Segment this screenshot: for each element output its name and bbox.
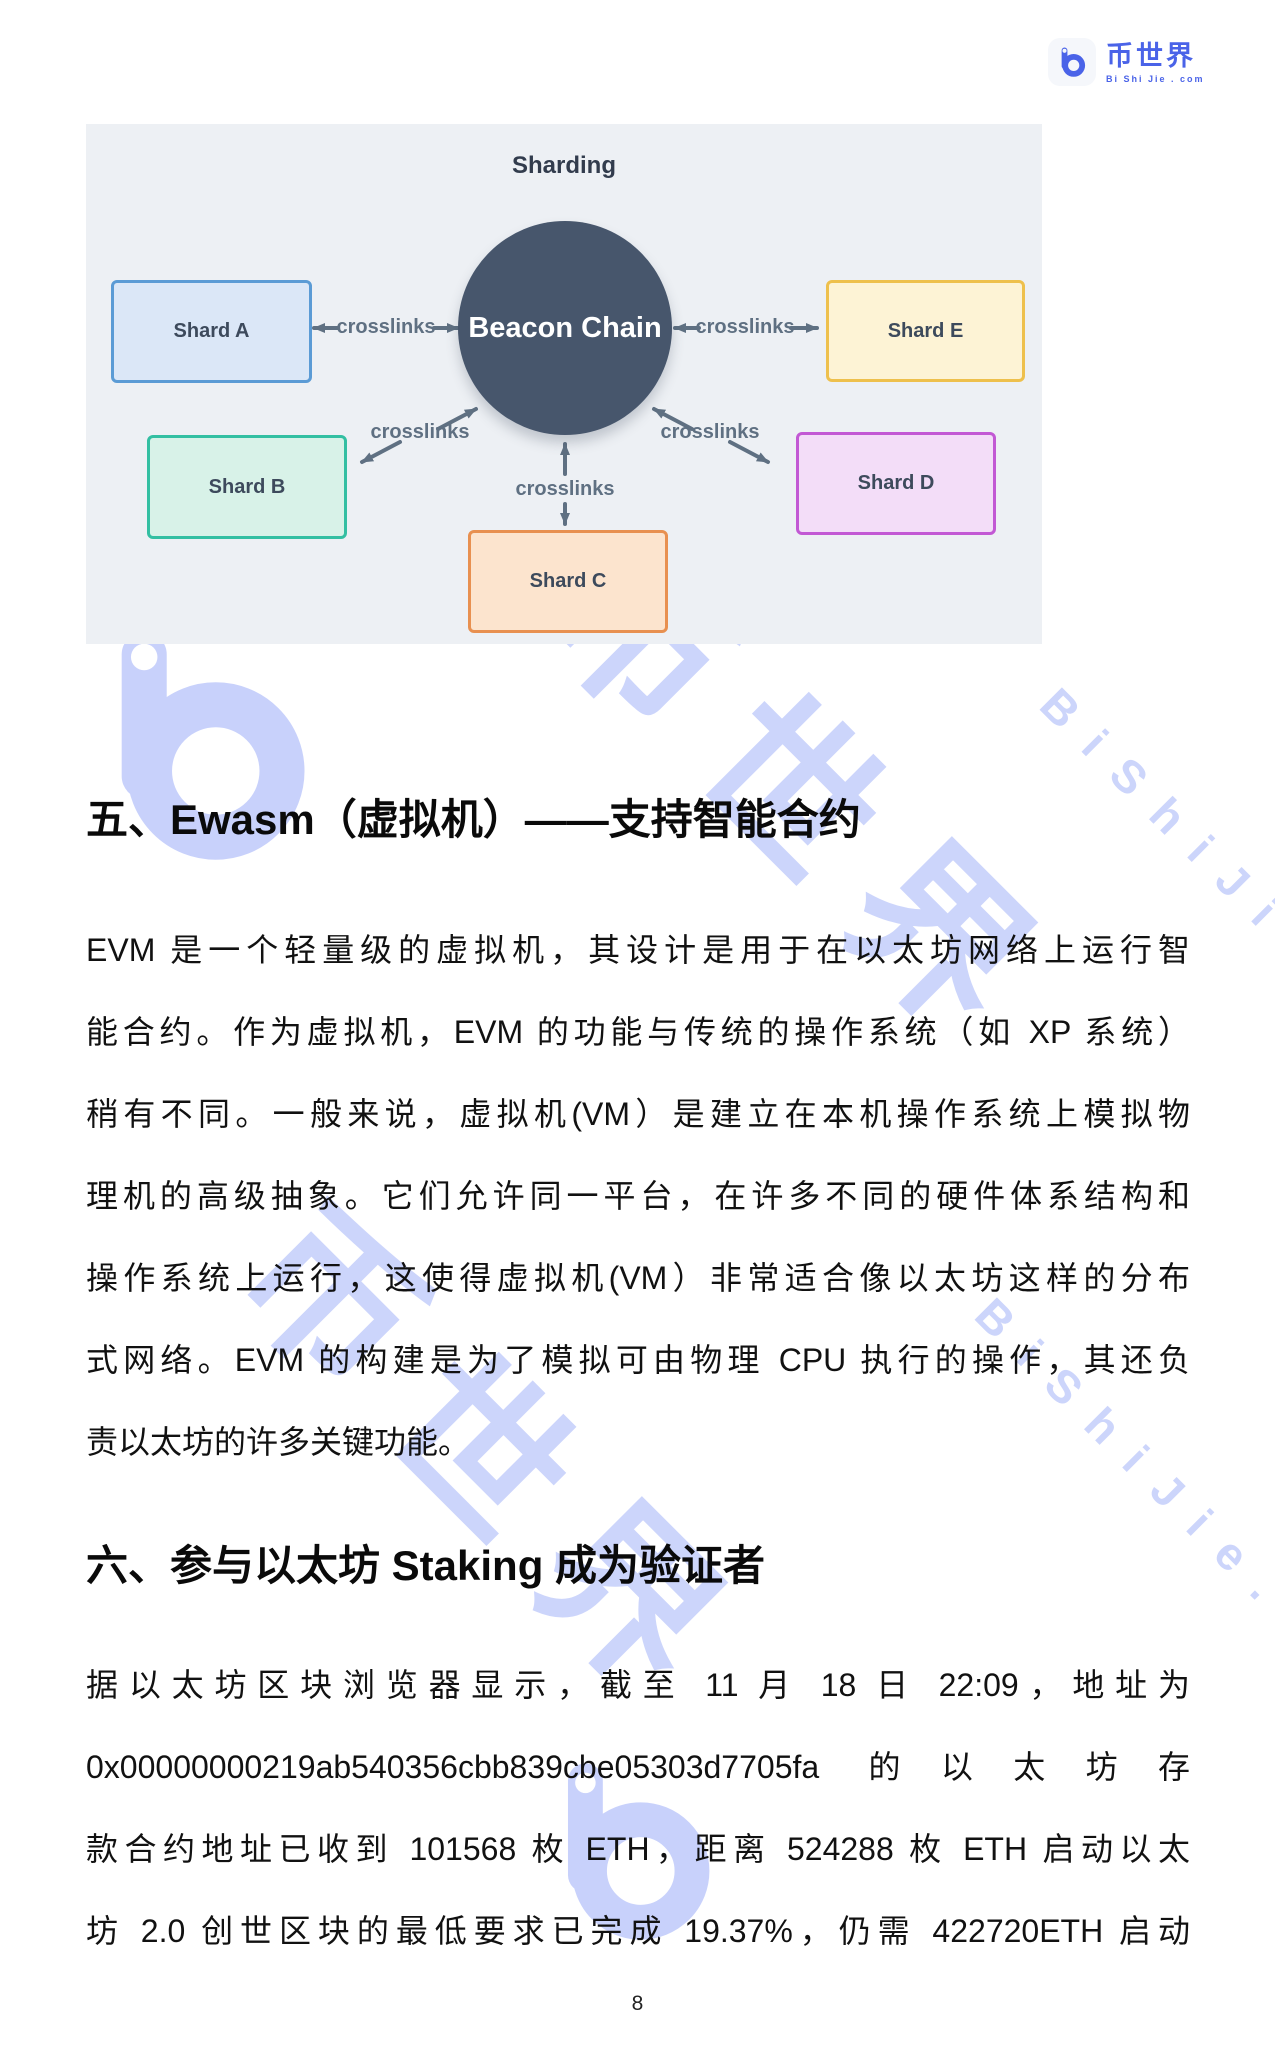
- paragraph-line: 操作系统上运行，这使得虚拟机(VM）非常适合像以太坊这样的分布: [86, 1260, 1190, 1296]
- brand-tagline: Bi Shi Jie . com: [1106, 73, 1205, 84]
- paragraph-line: 理机的高级抽象。它们允许同一平台，在许多不同的硬件体系结构和: [86, 1178, 1190, 1214]
- shard-c-box: Shard C: [468, 530, 668, 633]
- crosslinks-label-bottom-right: crosslinks: [660, 421, 760, 443]
- shard-e-label: Shard E: [887, 319, 964, 342]
- paragraph-line: 式网络。EVM 的构建是为了模拟可由物理 CPU 执行的操作，其还负: [86, 1342, 1190, 1378]
- section-6-heading: 六、参与以太坊 Staking 成为验证者: [86, 1542, 766, 1589]
- paragraph-line: 能合约。作为虚拟机，EVM 的功能与传统的操作系统（如 XP 系统）: [86, 1014, 1190, 1050]
- paragraph-line: 坊 2.0 创世区块的最低要求已完成 19.37%，仍需 422720ETH 启…: [86, 1913, 1190, 1949]
- beacon-chain-node: Beacon Chain: [458, 221, 672, 435]
- shard-d-label: Shard D: [857, 472, 935, 494]
- crosslinks-label-bottom-center: crosslinks: [515, 478, 615, 500]
- section-5-heading: 五、Ewasm（虚拟机）——支持智能合约: [86, 796, 861, 843]
- shard-d-box: Shard D: [796, 432, 996, 535]
- beacon-chain-label: Beacon Chain: [468, 311, 662, 344]
- shard-b-label: Shard B: [208, 475, 286, 498]
- paragraph-line: 据以太坊区块浏览器显示，截至 11 月 18 日 22:09，地址为: [86, 1667, 1190, 1703]
- section-6-paragraph: 据以太坊区块浏览器显示，截至 11 月 18 日 22:09，地址为 0x000…: [86, 1644, 1190, 1972]
- crosslinks-label-right: crosslinks: [695, 316, 795, 338]
- crosslinks-label-left: crosslinks: [336, 316, 436, 338]
- crosslink-arrows-icon: [312, 323, 819, 526]
- paragraph-line: 稍有不同。一般来说，虚拟机(VM）是建立在本机操作系统上模拟物: [86, 1096, 1190, 1132]
- paragraph-line: 0x00000000219ab540356cbb839cbe05303d7705…: [86, 1749, 1190, 1785]
- crosslinks-label-bottom-left: crosslinks: [370, 421, 470, 443]
- brand-logo: 币世界 Bi Shi Jie . com: [1048, 38, 1205, 86]
- brand-text-block: 币世界 Bi Shi Jie . com: [1106, 41, 1205, 84]
- diagram-title: Sharding: [511, 152, 616, 179]
- shard-e-box: Shard E: [826, 280, 1025, 382]
- page-number: 8: [631, 1992, 644, 2015]
- brand-name: 币世界: [1106, 40, 1196, 71]
- shard-c-label: Shard C: [529, 570, 607, 592]
- paragraph-line: EVM 是一个轻量级的虚拟机，其设计是用于在以太坊网络上运行智: [86, 932, 1190, 968]
- shard-a-box: Shard A: [111, 280, 312, 383]
- shard-b-box: Shard B: [147, 435, 347, 539]
- sharding-diagram: Sharding Beacon Chain: [86, 124, 1042, 644]
- logo-b-icon: [1048, 38, 1096, 86]
- shard-a-label: Shard A: [173, 320, 250, 342]
- paragraph-line: 款合约地址已收到 101568 枚 ETH，距离 524288 枚 ETH 启动…: [86, 1831, 1190, 1867]
- paragraph-line: 责以太坊的许多关键功能。: [86, 1424, 471, 1460]
- section-5-paragraph: EVM 是一个轻量级的虚拟机，其设计是用于在以太坊网络上运行智 能合约。作为虚拟…: [86, 909, 1190, 1483]
